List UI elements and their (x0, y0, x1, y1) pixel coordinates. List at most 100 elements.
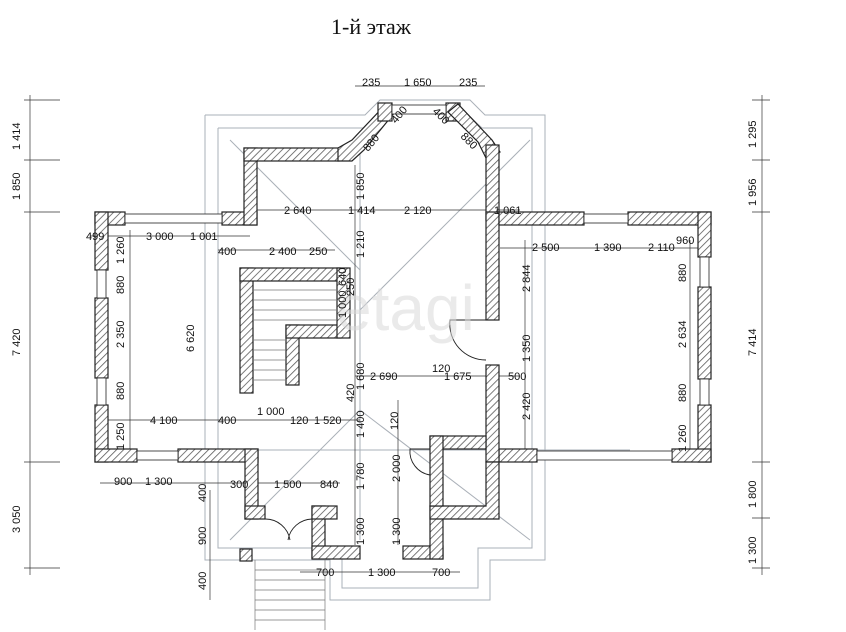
dim-v-250: 250 (345, 278, 357, 296)
dim-1390: 1 390 (594, 242, 622, 254)
dim-900: 900 (114, 476, 132, 488)
dim-1300-b: 1 300 (145, 476, 173, 488)
wall-right-bottom2 (498, 448, 538, 463)
dim-v-1850: 1 850 (355, 172, 367, 200)
dim-2640: 2 640 (284, 205, 312, 217)
dim-1001: 1 001 (190, 231, 218, 243)
dim-v-1210: 1 210 (355, 230, 367, 258)
dim-v-1000: 1 000 (337, 290, 349, 318)
window-left-top (124, 213, 223, 224)
wall-porch-left-top (311, 505, 338, 520)
door-bath-arc (409, 448, 431, 476)
dim-1061: 1 061 (494, 205, 522, 217)
dim-840: 840 (320, 479, 338, 491)
dimension-guides (24, 85, 770, 600)
door-entry-arc (264, 518, 313, 541)
window-left-2 (96, 377, 107, 406)
dim-400-a: 400 (218, 246, 236, 258)
dim-v-1250: 1 250 (115, 422, 127, 450)
dim-v-1260-r: 1 260 (677, 424, 689, 452)
wall-porch-left-foot (311, 545, 361, 560)
dim-right-1300: 1 300 (747, 536, 759, 564)
dim-3000: 3 000 (146, 231, 174, 243)
dim-1414-h: 1 414 (348, 205, 376, 217)
wall-stair-top (239, 267, 341, 282)
wall-bath-right (429, 461, 500, 520)
dim-v-2844: 2 844 (521, 264, 533, 292)
dim-left-1414: 1 414 (11, 122, 23, 150)
doors (264, 319, 487, 541)
window-left-bottom (136, 450, 179, 461)
dim-v-1260: 1 260 (115, 236, 127, 264)
dim-960: 960 (676, 235, 694, 247)
walls (94, 102, 712, 562)
dim-right-1800: 1 800 (747, 480, 759, 508)
dim-120-b: 120 (290, 415, 308, 427)
dim-700-left: 700 (316, 567, 334, 579)
wall-center-top (243, 147, 340, 162)
dim-700-right: 700 (432, 567, 450, 579)
dim-v-640: 640 (337, 268, 349, 286)
dim-left-1850: 1 850 (11, 172, 23, 200)
dim-right-1295: 1 295 (747, 120, 759, 148)
dim-v-2350: 2 350 (115, 320, 127, 348)
dim-v-880-r2: 880 (677, 384, 689, 402)
dim-v-1300-m2: 1 300 (391, 517, 403, 545)
dim-2400: 2 400 (269, 246, 297, 258)
window-right-top (583, 213, 629, 224)
wall-entry-left-foot (244, 505, 266, 520)
dim-500: 500 (508, 371, 526, 383)
dim-1300-c: 1 300 (368, 567, 396, 579)
windows (96, 104, 710, 461)
dim-v-2000: 2 000 (391, 454, 403, 482)
wall-bath-left (429, 435, 444, 507)
dim-left-7420: 7 420 (11, 328, 23, 356)
dimension-labels: 235 1 650 235 400 400 880 880 2 640 1 41… (11, 77, 759, 590)
window-right-1 (699, 256, 710, 288)
dim-400-b: 400 (218, 415, 236, 427)
dim-right-7414: 7 414 (747, 328, 759, 356)
wall-stair-end (336, 267, 351, 339)
dim-235-right: 235 (459, 77, 477, 89)
dim-2110: 2 110 (648, 242, 675, 254)
dim-300: 300 (230, 479, 248, 491)
dim-v-1400: 1 400 (355, 410, 367, 438)
dim-v-1350: 1 350 (521, 334, 533, 362)
dim-v-880-r1: 880 (677, 264, 689, 282)
dim-4100: 4 100 (150, 415, 178, 427)
dim-1650: 1 650 (404, 77, 432, 89)
dim-v-420: 420 (345, 384, 357, 402)
dim-v-880-l2: 880 (115, 382, 127, 400)
dim-120-a: 120 (432, 363, 450, 375)
stairs (253, 289, 337, 630)
door-hall-arc (449, 319, 487, 361)
wall-left-mid (94, 297, 109, 379)
dim-v-880-l1: 880 (115, 276, 127, 294)
dim-v-6620: 6 620 (185, 324, 197, 352)
dim-v-2420: 2 420 (521, 392, 533, 420)
dim-v-900-s: 900 (197, 527, 209, 545)
dim-v-2634: 2 634 (677, 320, 689, 348)
dim-499: 499 (86, 231, 104, 243)
pillar (239, 548, 253, 562)
dim-1520: 1 520 (314, 415, 342, 427)
dim-1675: 1 675 (444, 371, 472, 383)
wall-right-hall-low (485, 364, 500, 463)
dim-left-3050: 3 050 (11, 505, 23, 533)
wall-right-hall (485, 211, 500, 321)
dim-1500: 1 500 (274, 479, 302, 491)
dim-250-a: 250 (309, 246, 327, 258)
dim-v-400-s1: 400 (197, 484, 209, 502)
dim-right-1956: 1 956 (747, 178, 759, 206)
dim-2120: 2 120 (404, 205, 432, 217)
dim-235-left: 235 (362, 77, 380, 89)
window-left-1 (96, 269, 107, 299)
dim-v-1780: 1 780 (355, 462, 367, 490)
watermark: etagi (336, 272, 475, 344)
window-bay-top (391, 104, 447, 115)
dim-v-120: 120 (389, 412, 401, 430)
wall-right-mid (697, 286, 712, 380)
wall-stair-outer (239, 267, 254, 394)
dim-1000-b: 1 000 (257, 406, 285, 418)
